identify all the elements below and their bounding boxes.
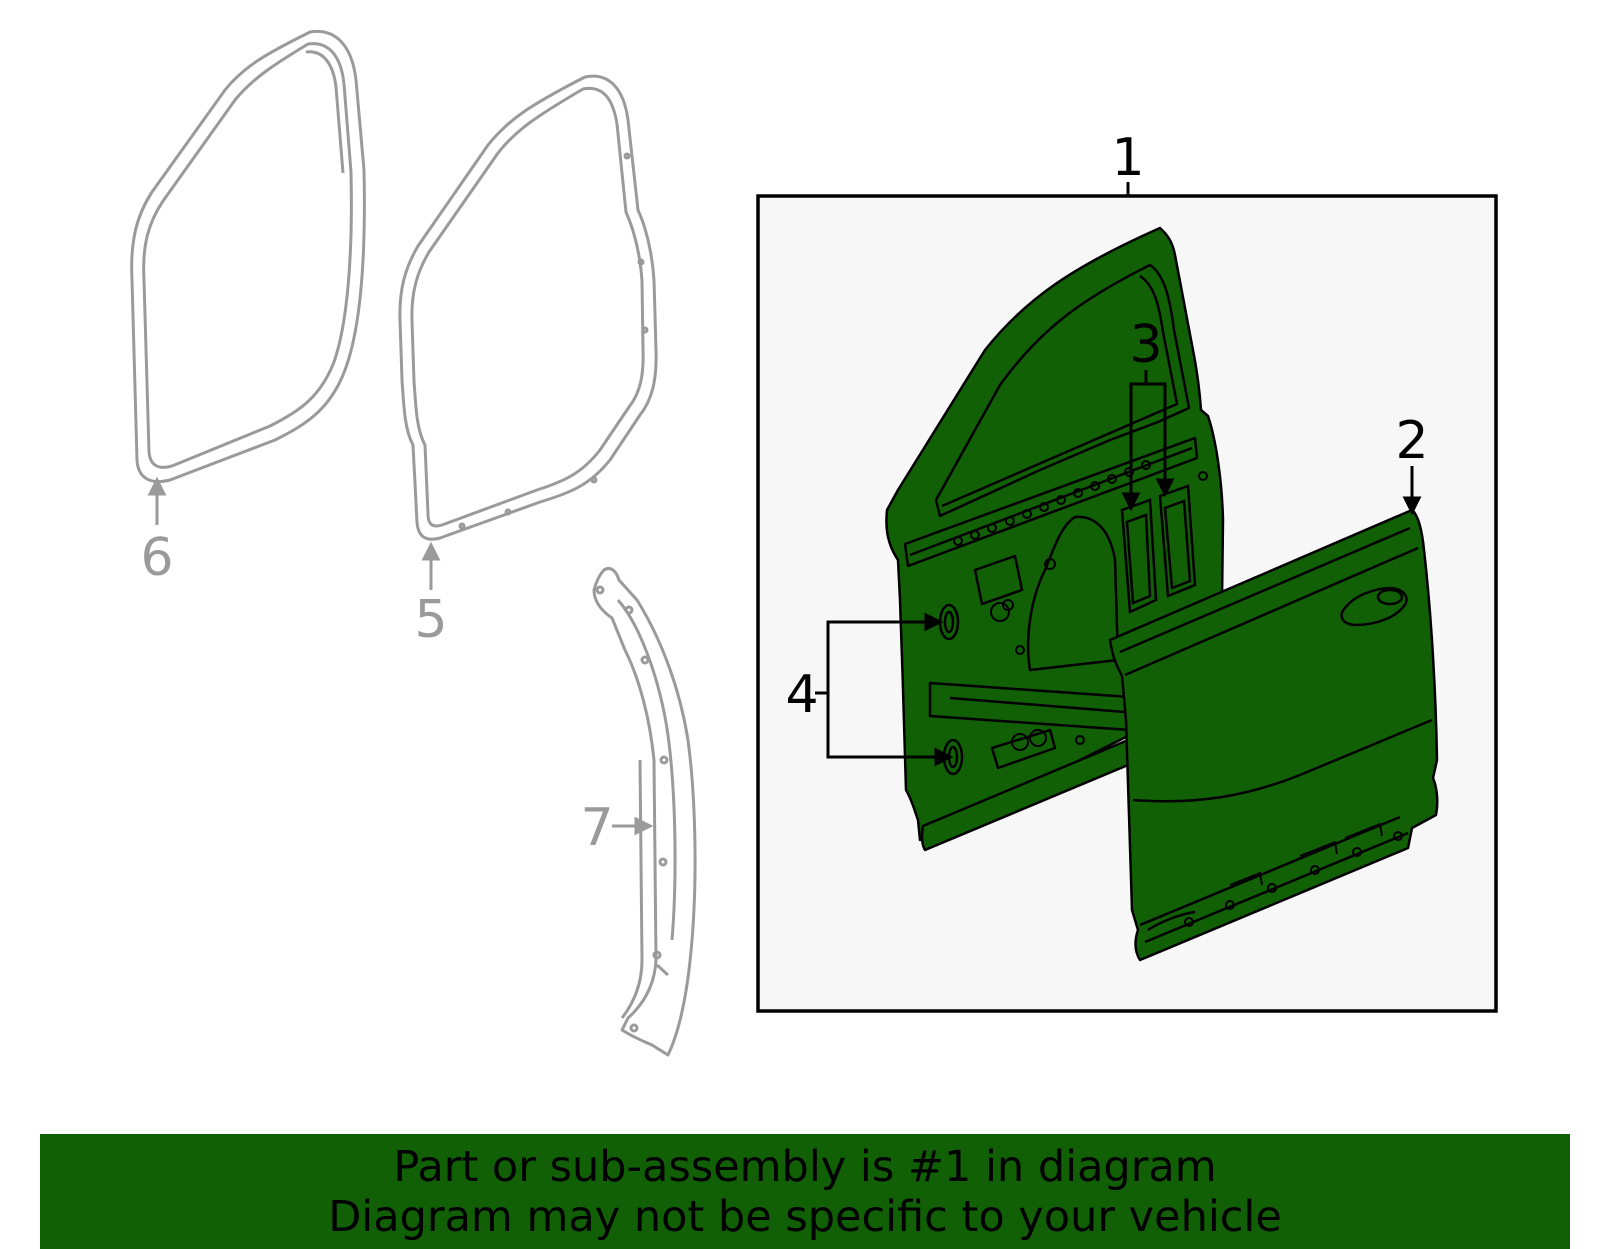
callout-7: 7 <box>580 798 613 858</box>
part-5-leader <box>421 541 441 590</box>
callout-5: 5 <box>414 590 447 650</box>
banner-line-2: Diagram may not be specific to your vehi… <box>328 1192 1282 1242</box>
part-6-weatherstrip[interactable] <box>130 29 366 484</box>
part-7-pillar-trim[interactable] <box>592 566 697 1057</box>
part-2-outer-panel[interactable] <box>1108 508 1439 962</box>
part-5-weatherstrip[interactable] <box>398 74 658 541</box>
part-7-leader <box>612 816 654 836</box>
callout-4: 4 <box>785 665 818 725</box>
callout-1: 1 <box>1111 128 1144 188</box>
disclaimer-banner: Part or sub-assembly is #1 in diagram Di… <box>40 1134 1570 1249</box>
banner-line-1: Part or sub-assembly is #1 in diagram <box>393 1142 1217 1192</box>
door-shell[interactable] <box>885 226 1225 852</box>
part-2-leader <box>1402 466 1422 516</box>
part-4-leader <box>815 612 954 767</box>
callout-6: 6 <box>140 528 173 588</box>
part-6-leader <box>147 476 167 525</box>
callout-2: 2 <box>1395 411 1428 471</box>
part-3-reinforcements[interactable] <box>1120 484 1197 614</box>
part-3-leader <box>1121 370 1175 512</box>
callout-3: 3 <box>1129 315 1162 375</box>
